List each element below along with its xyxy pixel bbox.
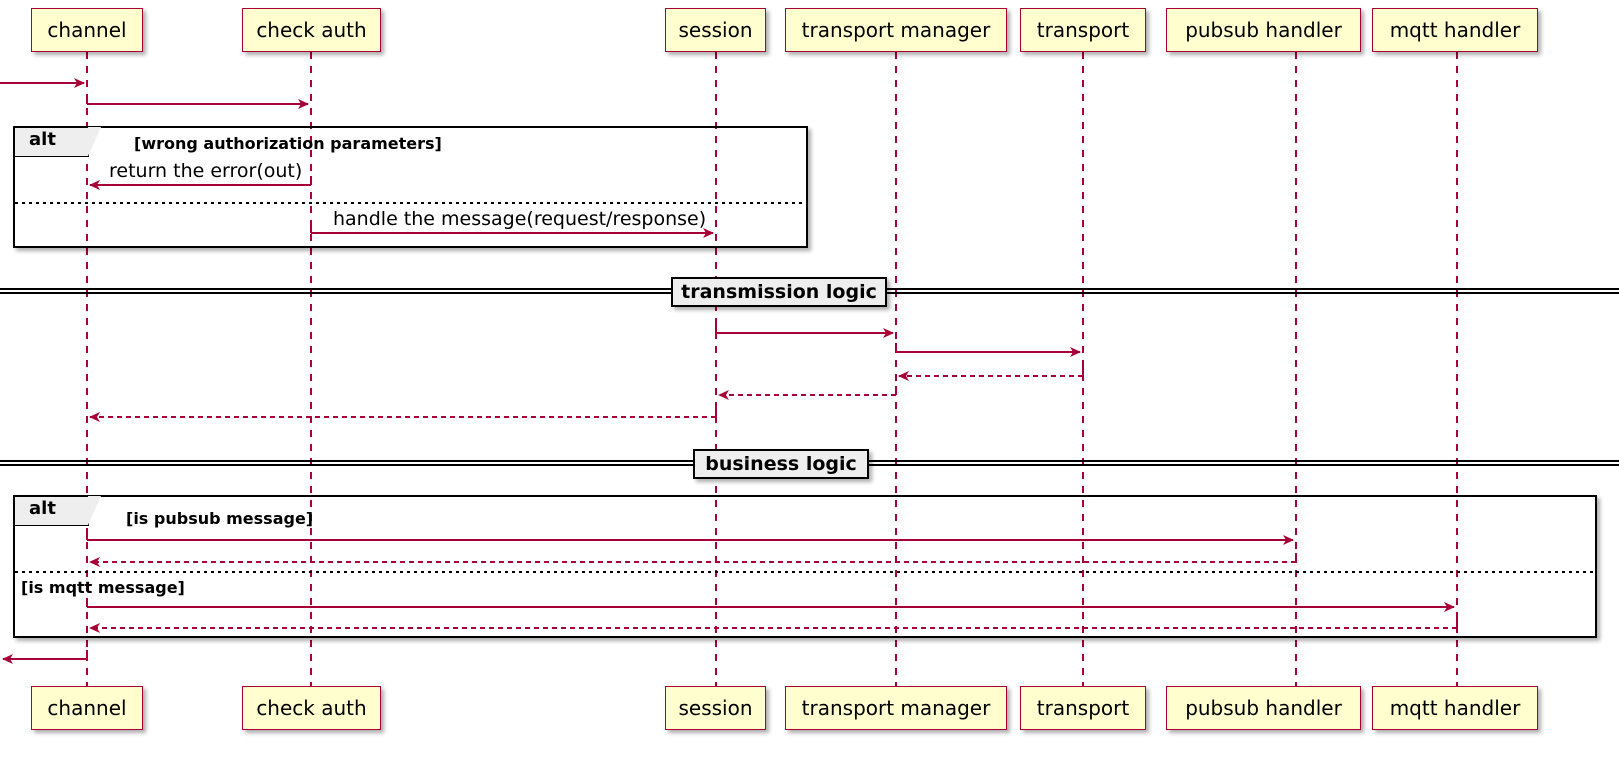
frame-business-tag: alt bbox=[15, 496, 101, 526]
participant-header-check_auth: check auth bbox=[242, 8, 381, 52]
participant-header-session: session bbox=[665, 8, 766, 52]
participant-header-channel: channel bbox=[31, 8, 143, 52]
participant-footer-transport: transport bbox=[1020, 686, 1146, 730]
divider-transmission: transmission logic bbox=[671, 277, 887, 307]
frame-separators-group bbox=[15, 202, 1595, 573]
participant-footer-mqtt_handler: mqtt handler bbox=[1372, 686, 1538, 730]
divider-lines-group bbox=[0, 288, 1619, 466]
frame-business-condition-0: [is pubsub message] bbox=[126, 509, 314, 528]
participant-footer-pubsub_handler: pubsub handler bbox=[1166, 686, 1361, 730]
message-label-m3: return the error(out) bbox=[109, 160, 303, 182]
participant-footer-channel: channel bbox=[31, 686, 143, 730]
frame-auth bbox=[13, 126, 808, 248]
participant-header-pubsub_handler: pubsub handler bbox=[1166, 8, 1361, 52]
frame-business-condition-1: [is mqtt message] bbox=[21, 578, 185, 597]
messages-group bbox=[0, 78, 1458, 664]
divider-business: business logic bbox=[693, 449, 869, 479]
participant-footer-session: session bbox=[665, 686, 766, 730]
message-label-m4: handle the message(request/response) bbox=[333, 208, 707, 230]
participant-header-mqtt_handler: mqtt handler bbox=[1372, 8, 1538, 52]
participant-footer-check_auth: check auth bbox=[242, 686, 381, 730]
participant-footer-transport_manager: transport manager bbox=[785, 686, 1007, 730]
participant-header-transport: transport bbox=[1020, 8, 1146, 52]
participant-header-transport_manager: transport manager bbox=[785, 8, 1007, 52]
frame-business bbox=[13, 495, 1597, 638]
frame-auth-condition-0: [wrong authorization parameters] bbox=[134, 134, 442, 153]
frame-auth-tag: alt bbox=[15, 127, 101, 157]
